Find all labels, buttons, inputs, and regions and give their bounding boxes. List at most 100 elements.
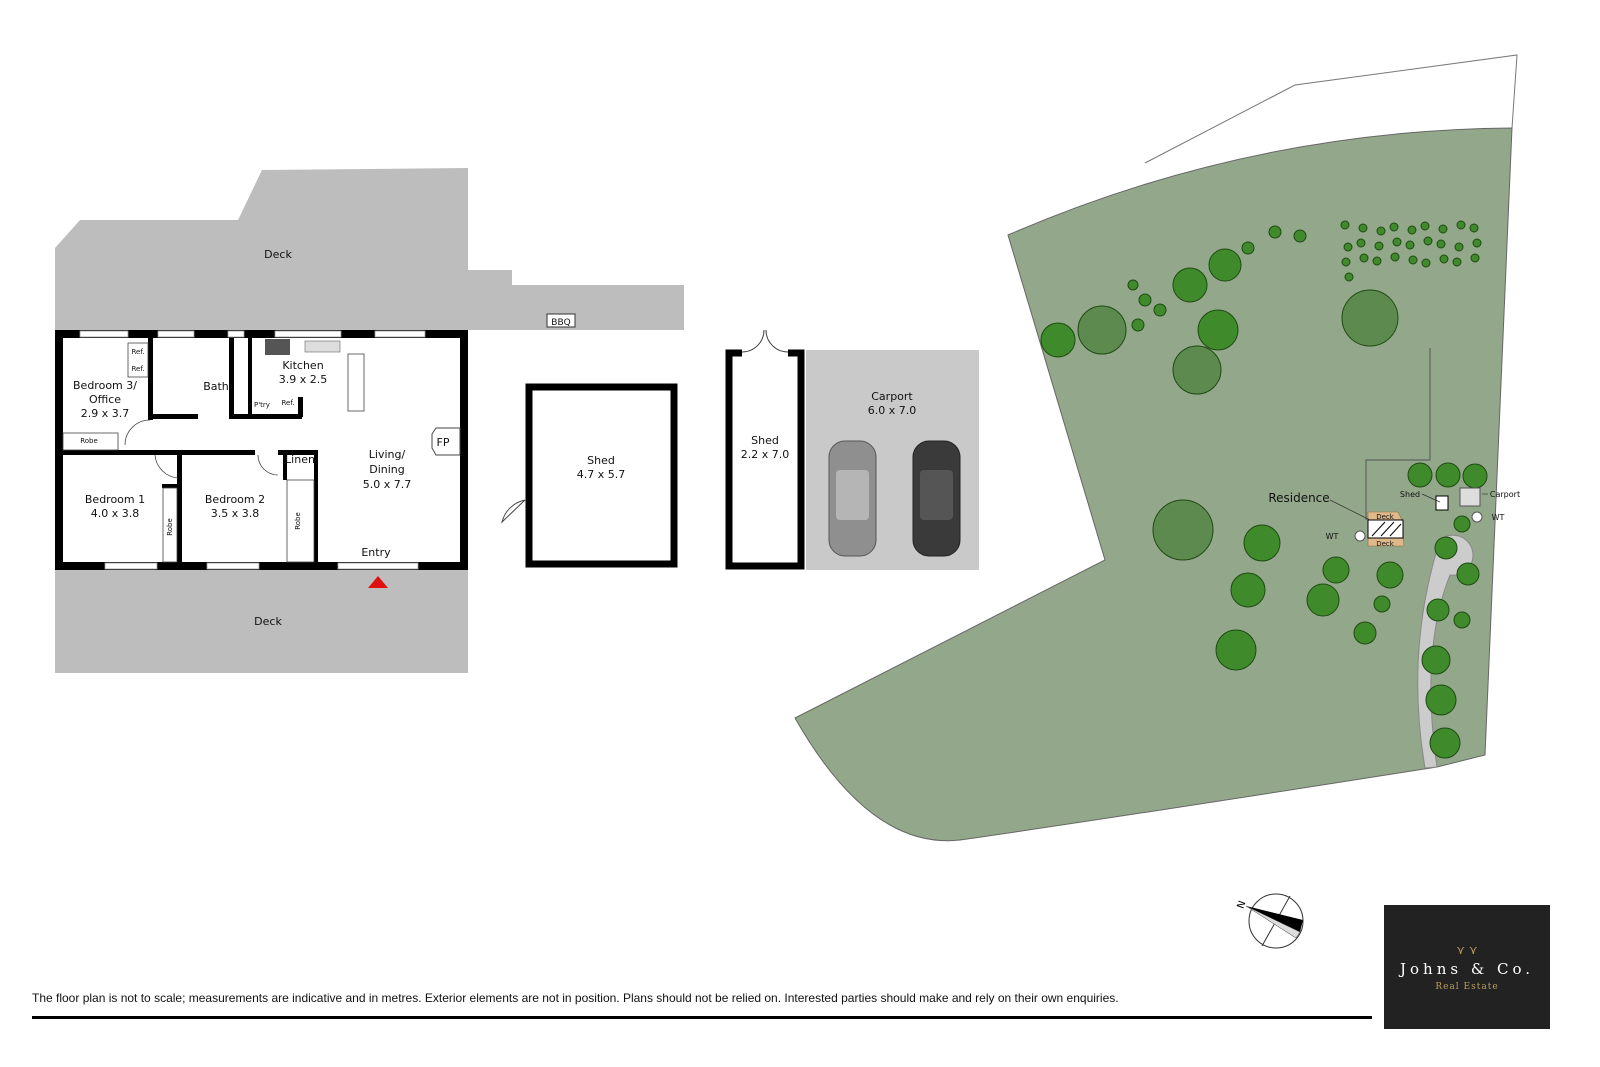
tree-icon (1392, 237, 1402, 247)
bbq-deck (468, 285, 684, 330)
tree-icon (1452, 257, 1462, 267)
entry-label: Entry (361, 546, 391, 559)
tree-icon (1306, 583, 1340, 617)
residence-label: Residence (1268, 491, 1329, 505)
tree-icon (1462, 463, 1488, 489)
shed-large: Shed 4.7 x 5.7 (501, 383, 678, 568)
driveway (1417, 534, 1474, 769)
tree-icon (1322, 556, 1350, 584)
tree-icon (1470, 253, 1480, 263)
tree-icon (1040, 322, 1076, 358)
floor-plan: Deck BBQ Deck (55, 168, 684, 673)
lawn (794, 127, 1513, 842)
tree-icon (1426, 598, 1450, 622)
tree-icon (1421, 258, 1431, 268)
tree-icon (1453, 611, 1471, 629)
water-tank-icon (1471, 511, 1483, 523)
tree-icon (1407, 462, 1433, 488)
wt-label: WT (1326, 532, 1339, 541)
tree-icon (1359, 253, 1369, 263)
site-carport (1459, 487, 1481, 507)
tree-icon (1341, 289, 1399, 347)
bath-label: Bath (203, 380, 229, 393)
tree-icon (1268, 225, 1282, 239)
site-shed (1435, 495, 1449, 511)
bbq-box (546, 313, 576, 328)
tree-icon (1215, 629, 1257, 671)
bbq-label: BBQ (551, 318, 570, 328)
kitchen-size: 3.9 x 2.5 (279, 373, 328, 386)
tree-icon (1293, 229, 1307, 243)
tree-icon (1197, 309, 1239, 351)
tree-icon (1172, 267, 1208, 303)
fireplace-label: FP (437, 436, 450, 449)
top-deck (55, 168, 468, 330)
tree-icon (1356, 238, 1366, 248)
tree-icon (1407, 225, 1417, 235)
site-carport-label: Carport (1490, 490, 1520, 499)
tree-icon (1344, 272, 1354, 282)
shed-size: 4.7 x 5.7 (577, 468, 626, 481)
bedroom2-label: Bedroom 2 (205, 493, 265, 506)
tree-icon (1152, 499, 1214, 561)
deck-label: Deck (1376, 540, 1395, 548)
site-shed-label: Shed (1400, 490, 1420, 499)
logo-name: Johns & Co. (1400, 960, 1534, 978)
shed-label: Shed (587, 454, 615, 467)
sink (304, 340, 341, 353)
tree-icon (1469, 223, 1479, 233)
tree-icon (1456, 562, 1480, 586)
tree-icon (1434, 536, 1458, 560)
living-size: 5.0 x 7.7 (363, 478, 412, 491)
pantry-label: P'try (254, 401, 270, 409)
deck-top-label: Deck (264, 248, 292, 261)
ref-label: Ref. (281, 399, 294, 407)
tree-icon (1420, 221, 1430, 231)
tree-icon (1340, 220, 1350, 230)
bedroom3-label2: Office (89, 393, 121, 406)
tree-icon (1208, 248, 1242, 282)
logo-tagline: Real Estate (1435, 982, 1499, 992)
tree-icon (1435, 462, 1461, 488)
tree-icon (1454, 242, 1464, 252)
tree-icon (1405, 240, 1415, 250)
tree-icon (1230, 572, 1266, 608)
tree-icon (1438, 224, 1448, 234)
step (468, 270, 512, 285)
deck-label: Deck (1376, 513, 1395, 521)
robe-label: Robe (294, 512, 302, 530)
tree-icon (1423, 236, 1433, 246)
tree-icon (1439, 254, 1449, 264)
tree-icon (1241, 241, 1255, 255)
bedroom2-size: 3.5 x 3.8 (211, 507, 260, 520)
tree-icon (1376, 561, 1404, 589)
tree-icon (1358, 223, 1368, 233)
robe-label: Robe (166, 518, 174, 536)
tree-icon (1243, 524, 1281, 562)
tree-icon (1453, 515, 1471, 533)
carport-label: Carport (871, 390, 913, 403)
tree-icon (1077, 305, 1127, 355)
tree-icon (1436, 239, 1446, 249)
tree-icon (1421, 645, 1451, 675)
north-label: N (1236, 899, 1249, 910)
tree-icon (1153, 303, 1167, 317)
tree-icon (1425, 684, 1457, 716)
linen-label: Linen (285, 453, 315, 466)
disclaimer-text: The floor plan is not to scale; measurem… (32, 991, 1119, 1005)
kitchen-label: Kitchen (282, 359, 323, 372)
divider (32, 1016, 1372, 1019)
water-tank-icon (1354, 530, 1366, 542)
tree-icon (1374, 241, 1384, 251)
tree-icon (1389, 222, 1399, 232)
cooktop (265, 339, 290, 355)
tree-icon (1373, 595, 1391, 613)
tree-icon (1343, 242, 1353, 252)
shed-small-carport: Shed 2.2 x 7.0 Carport 6.0 x 7.0 (725, 329, 979, 570)
ref-label: Ref. (131, 348, 144, 356)
tree-icon (1131, 318, 1145, 332)
tree-icon (1472, 238, 1482, 248)
wt-label: WT (1492, 513, 1505, 522)
shed-label: Shed (751, 434, 779, 447)
